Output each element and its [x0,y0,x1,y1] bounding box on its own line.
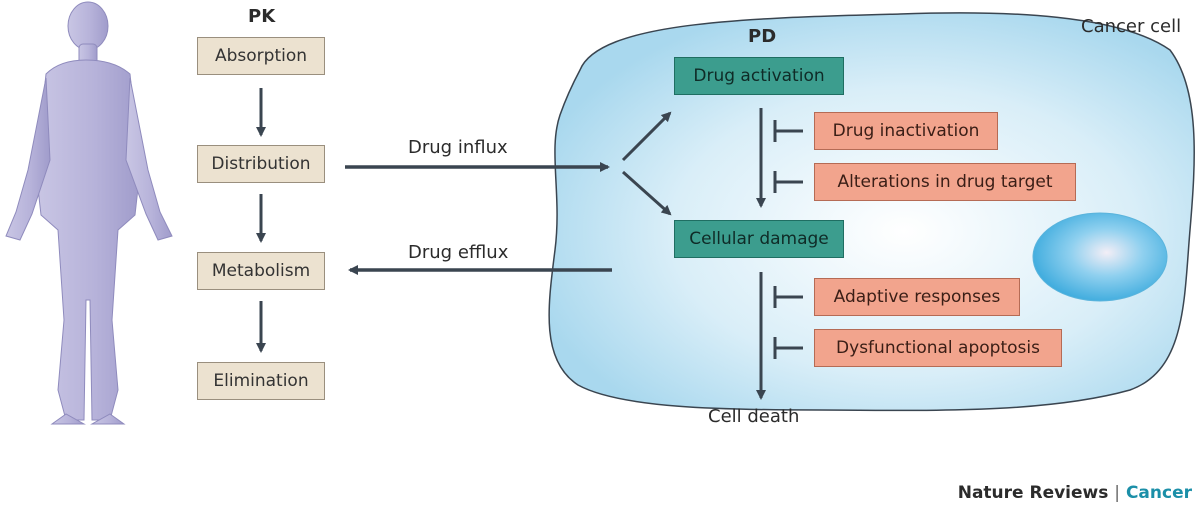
branch-arrow-to-damage [622,170,672,216]
pk-step-elimination: Elimination [197,362,325,400]
cell-nucleus [1032,212,1168,302]
cancer-cell-membrane [548,12,1195,412]
drug-inactivation-box: Drug inactivation [814,112,998,150]
pk-step-distribution: Distribution [197,145,325,183]
pk-heading: PK [248,6,276,27]
cell-death-label: Cell death [708,406,800,427]
journal-section: Cancer [1125,483,1192,503]
journal-name: Nature Reviews [957,483,1109,503]
drug-efflux-label: Drug efflux [408,242,509,263]
inhibition-bars [773,120,803,359]
dysfunctional-apoptosis-box: Dysfunctional apoptosis [814,329,1062,367]
branch-arrow-to-activation [621,111,672,162]
adaptive-responses-box: Adaptive responses [814,278,1020,316]
drug-activation-box: Drug activation [674,57,844,95]
pk-step-absorption: Absorption [197,37,325,75]
journal-footer: Nature Reviews | Cancer [958,483,1192,503]
drug-influx-label: Drug influx [408,137,508,158]
drug-target-alteration-box: Alterations in drug target [814,163,1076,201]
footer-separator: | [1114,483,1121,503]
pd-heading: PD [748,26,777,47]
cancer-cell-label: Cancer cell [1081,16,1182,37]
pk-step-metabolism: Metabolism [197,252,325,290]
cellular-damage-box: Cellular damage [674,220,844,258]
human-body-figure [5,1,173,425]
